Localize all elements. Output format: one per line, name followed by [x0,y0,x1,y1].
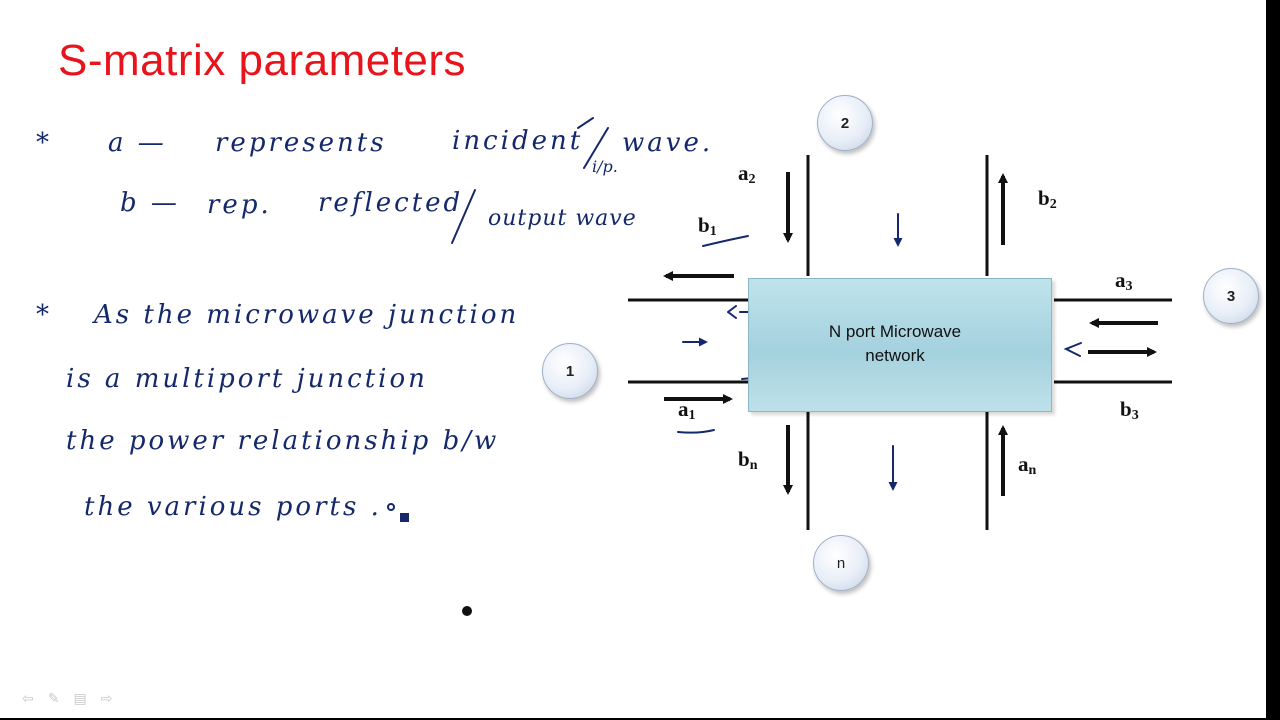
arrow-left-icon[interactable]: ⇦ [22,690,34,706]
wave-label-a2: a2 [738,161,756,187]
note-para-line4: the various ports . [84,492,382,522]
wave-label-b3: b3 [1120,397,1139,423]
note-bullet-1: * [36,128,52,158]
wave-arrows [663,172,1158,496]
menu-icon[interactable]: ▤ [73,690,87,706]
note-b-label: b — [120,188,180,218]
note-a-label: a — [108,128,167,158]
note-bullet-2: * [36,300,52,330]
wave-label-b2: b2 [1038,186,1057,212]
note-ip: i/p. [592,157,618,176]
note-output-wave: output wave [488,206,637,231]
wave-label-a1: a1 [678,397,696,423]
network-box [748,278,1052,412]
port-3-circle: 3 [1203,268,1259,324]
note-incident: incident [452,126,584,156]
note-para-line1: As the microwave junction [94,300,520,330]
port-n-circle: n [813,535,869,591]
note-wave: wave. [622,128,714,158]
network-label: N port Microwave network [828,322,962,365]
port-2-circle: 2 [817,95,873,151]
note-reflected: reflected [318,188,464,218]
pen-icon[interactable]: ✎ [47,690,60,706]
note-para-line3: the power relationship b/w [66,426,500,456]
arrow-right-icon[interactable]: ⇨ [100,690,113,706]
wave-label-bn: bn [738,447,758,473]
port-1-circle: 1 [542,343,598,399]
note-rep: rep. [207,190,272,220]
pointer-dot [462,606,472,616]
wave-label-a3: a3 [1115,268,1133,294]
wave-label-an: an [1018,452,1037,478]
port-lines [628,155,1172,530]
slideshow-nav: ⇦ ✎ ▤ ⇨ [22,690,112,707]
note-represents: represents [215,128,387,158]
note-para-line2: is a multiport junction [66,364,428,394]
slide-title: S-matrix parameters [58,36,467,85]
wave-label-b1: b1 [698,213,717,239]
